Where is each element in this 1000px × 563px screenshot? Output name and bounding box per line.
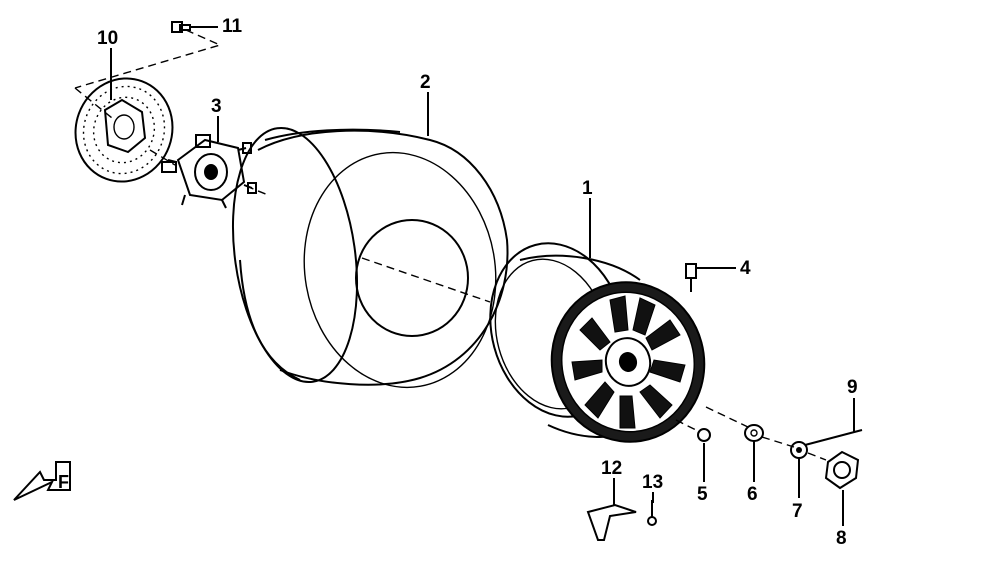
castle-nut-7 (790, 441, 808, 459)
callout-6: 6 (747, 484, 758, 505)
callout-11: 11 (222, 16, 243, 37)
rim-spokes (571, 295, 686, 429)
callout-5: 5 (697, 484, 708, 505)
callout-13: 13 (642, 472, 663, 493)
tire (231, 126, 509, 389)
pin-13 (647, 500, 657, 526)
rim (489, 242, 706, 443)
lug-nut-5 (697, 428, 711, 442)
valve-4 (685, 263, 697, 292)
front-mark-letter: F (58, 472, 69, 492)
callout-1: 1 (582, 178, 593, 199)
callout-2: 2 (420, 72, 431, 93)
callout-numbers: 1 2 3 4 5 6 7 8 9 10 11 12 13 (97, 16, 858, 549)
callout-9: 9 (847, 377, 858, 398)
callout-7: 7 (792, 501, 803, 522)
callout-8: 8 (836, 528, 847, 549)
callout-10: 10 (97, 28, 118, 49)
assembly-lines (74, 29, 827, 461)
brake-disc (74, 77, 174, 183)
callout-12: 12 (601, 458, 622, 479)
wheel-hub (161, 134, 257, 209)
hub-cap-8 (824, 450, 860, 490)
tire-bead-opening (355, 219, 469, 337)
callout-4: 4 (740, 258, 751, 279)
leader-lines (110, 26, 855, 526)
cotter-pin-9 (804, 429, 863, 446)
wrench-12 (586, 503, 637, 541)
front-direction-arrow: F (13, 461, 71, 501)
callout-3: 3 (211, 96, 222, 117)
